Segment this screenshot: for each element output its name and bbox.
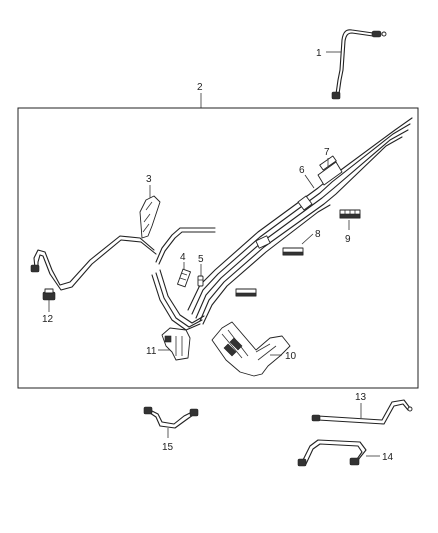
part-5-fastener: [197, 275, 204, 287]
part-11-bracket: [161, 327, 191, 361]
callout-5: 5: [198, 254, 204, 265]
callout-6: 6: [299, 165, 305, 176]
callout-2: 2: [197, 82, 203, 93]
part-12-connector: [42, 288, 56, 301]
callout-11: 11: [146, 346, 157, 357]
callout-9: 9: [345, 234, 351, 245]
leader-6: [304, 174, 315, 189]
callout-14: 14: [382, 452, 394, 463]
callout-4: 4: [180, 252, 186, 263]
callout-8: 8: [315, 229, 321, 240]
part-15-tube: [143, 406, 199, 429]
part-9-clip: [339, 209, 361, 219]
leader-8: [301, 233, 314, 245]
callout-1: 1: [316, 48, 322, 59]
callout-10: 10: [285, 351, 297, 362]
callout-15: 15: [162, 442, 174, 453]
part-13-tube: [311, 399, 413, 425]
callout-12: 12: [42, 314, 54, 325]
part-10-shield: [211, 321, 291, 377]
main-tube-bundle: [30, 117, 413, 331]
callout-13: 13: [355, 392, 367, 403]
callout-3: 3: [146, 174, 152, 185]
part-8-clips: [235, 247, 304, 297]
callout-7: 7: [324, 147, 330, 158]
part-4-clip: [177, 268, 191, 288]
assembly-frame: [17, 107, 419, 389]
part-3-bracket: [139, 195, 161, 239]
part-14-tube: [297, 439, 367, 467]
part-1-tube: [331, 29, 387, 100]
